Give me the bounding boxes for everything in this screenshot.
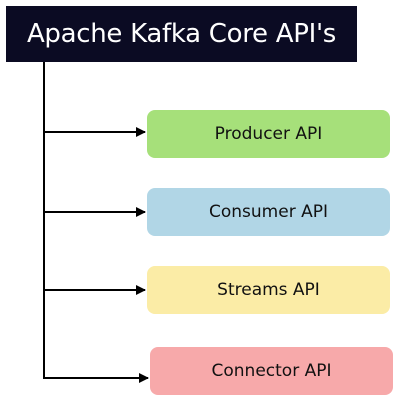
- consumer-api-box: Consumer API: [147, 188, 390, 236]
- streams-api-box: Streams API: [147, 266, 390, 314]
- producer-api-box: Producer API: [147, 110, 390, 158]
- diagram-title: Apache Kafka Core API's: [6, 6, 357, 62]
- connector-api-box: Connector API: [150, 347, 393, 395]
